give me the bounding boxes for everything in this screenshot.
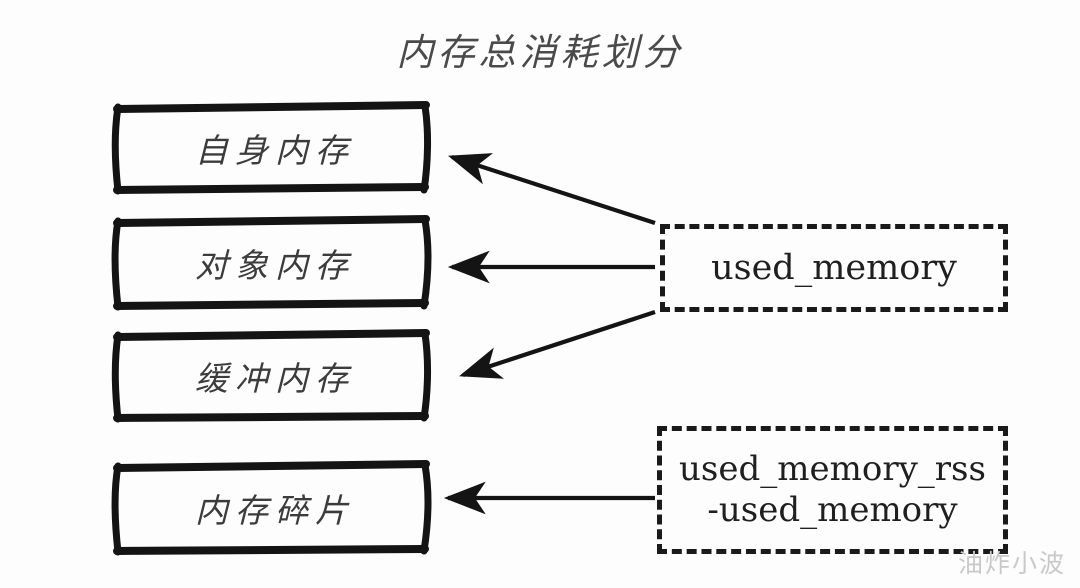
memory-box-object[interactable]: 对象内存 xyxy=(111,215,432,311)
hand-drawn-rect-icon xyxy=(111,215,432,311)
metric-box-label: used_memory xyxy=(711,247,957,288)
metric-box-label: used_memory_rss -used_memory xyxy=(679,448,986,530)
memory-box-self[interactable]: 自身内存 xyxy=(111,101,432,195)
metric-box-used-memory-rss[interactable]: used_memory_rss -used_memory xyxy=(657,426,1008,554)
watermark: 油炸小波 xyxy=(957,549,1066,578)
memory-box-label: 自身内存 xyxy=(195,131,355,170)
hand-drawn-rect-icon xyxy=(111,329,432,423)
memory-box-label: 缓冲内存 xyxy=(195,359,355,398)
arrow-to-buffer-memory xyxy=(459,310,656,379)
metric-box-used-memory[interactable]: used_memory xyxy=(660,224,1008,312)
page-title: 内存总消耗划分 xyxy=(396,31,684,74)
hand-drawn-rect-icon xyxy=(111,460,432,556)
memory-box-buffer[interactable]: 缓冲内存 xyxy=(111,329,432,423)
memory-box-label: 内存碎片 xyxy=(195,491,355,530)
arrow-to-self-memory xyxy=(448,153,656,225)
memory-box-label: 对象内存 xyxy=(195,246,355,285)
memory-box-fragment[interactable]: 内存碎片 xyxy=(111,460,432,556)
hand-drawn-rect-icon xyxy=(111,101,432,195)
